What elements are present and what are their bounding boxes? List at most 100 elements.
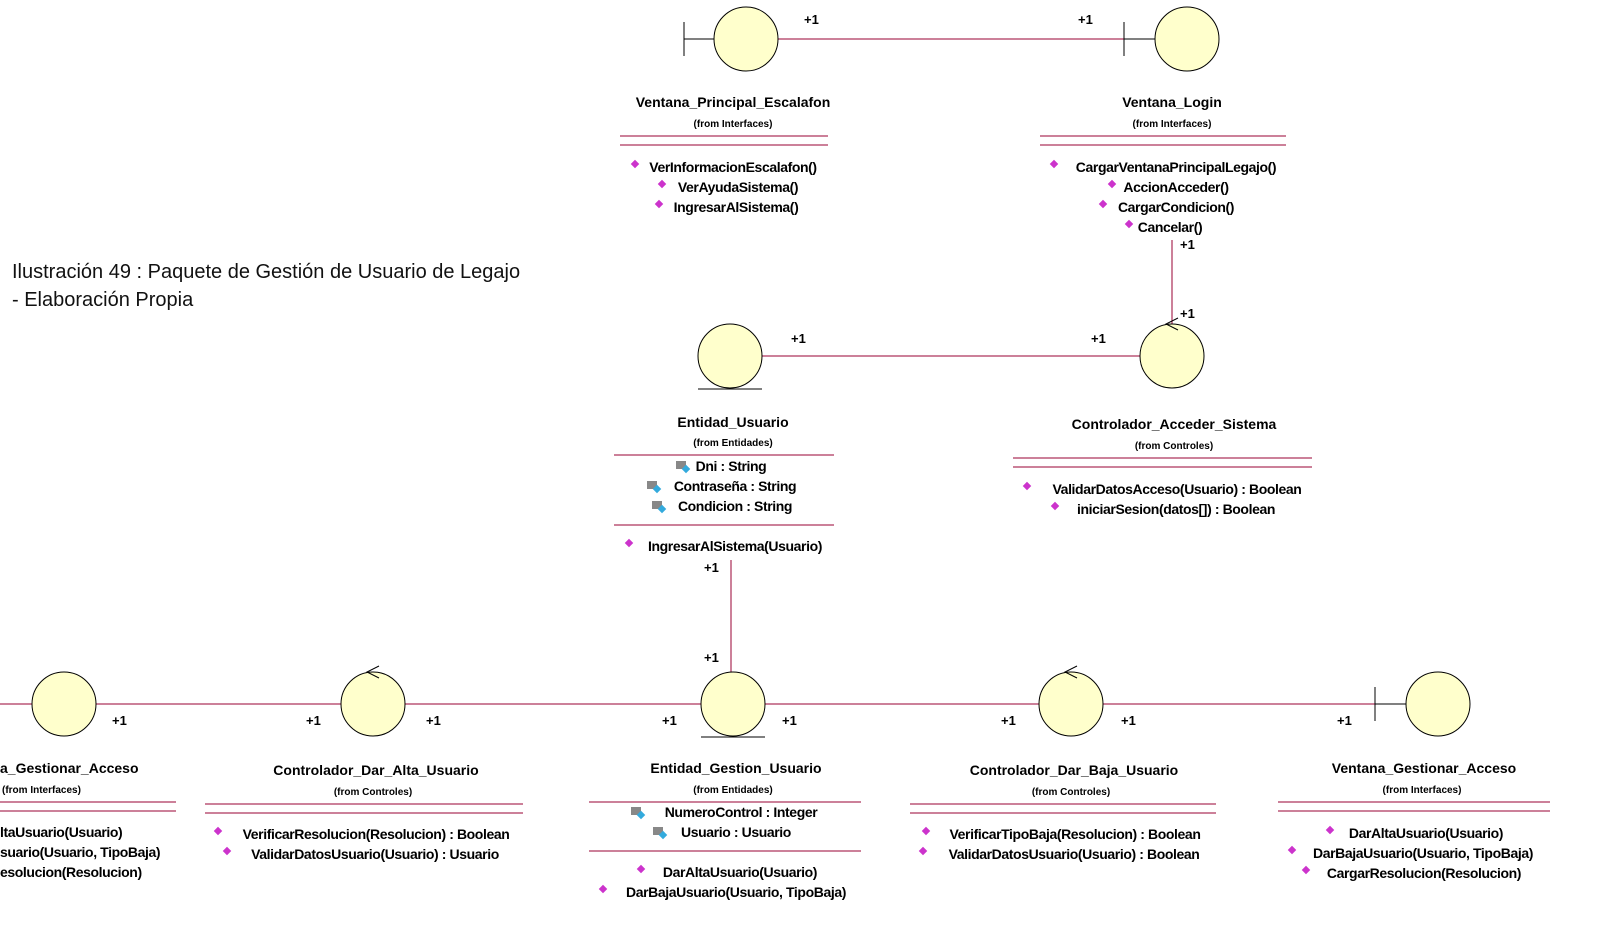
operation: VerificarTipoBaja(Resolucion) : Boolean: [950, 826, 1201, 842]
class-package: (from Controles): [334, 787, 412, 798]
control-icon-controlador-baja[interactable]: [1038, 665, 1104, 737]
operation: IngresarAlSistema(Usuario): [648, 538, 822, 554]
operation: VerificarResolucion(Resolucion) : Boolea…: [243, 826, 510, 842]
operation: iniciarSesion(datos[]) : Boolean: [1077, 501, 1275, 517]
operation: ValidarDatosAcceso(Usuario) : Boolean: [1053, 481, 1302, 497]
operation-icon: [1022, 481, 1032, 491]
operation-icon: [654, 199, 664, 209]
attribute-lock-icon: [652, 501, 667, 514]
class-entidad-gestion-usuario[interactable]: Entidad_Gestion_Usuario (from Entidades)…: [589, 760, 861, 900]
mult-gestion-left: +1: [662, 713, 677, 728]
operation-icon: [918, 846, 928, 856]
operation: Cancelar(): [1138, 219, 1202, 235]
operation-icon: [1049, 159, 1059, 169]
class-ventana-gestionar-acceso-right[interactable]: Ventana_Gestionar_Acceso (from Interface…: [1278, 760, 1550, 881]
entity-icon-entidad-gestion[interactable]: [700, 671, 766, 738]
operation-icon: [1050, 501, 1060, 511]
control-icon-controlador-acceder[interactable]: [1139, 317, 1205, 389]
attribute-lock-icon: [647, 481, 662, 494]
mult-login-bottom: +1: [1180, 237, 1195, 252]
class-name: a_Gestionar_Acceso: [0, 760, 139, 776]
class-name: Controlador_Dar_Baja_Usuario: [970, 762, 1179, 778]
operation-icon: [630, 159, 640, 169]
attribute: Usuario : Usuario: [681, 824, 791, 840]
operation-icon: [636, 864, 646, 874]
class-package: (from Entidades): [693, 785, 772, 796]
class-package: (from Interfaces): [694, 119, 773, 130]
mult-alta-left: +1: [306, 713, 321, 728]
operation-icon: [1287, 845, 1297, 855]
mult-usuario-bottom: +1: [704, 560, 719, 575]
operation-icon: [1098, 199, 1108, 209]
boundary-icon-ventana-login[interactable]: [1123, 6, 1220, 72]
class-name: Entidad_Usuario: [677, 414, 788, 430]
mult-acceder-left: +1: [1091, 331, 1106, 346]
multiplicity-labels: +1 +1 +1 +1 +1 +1 +1 +1 +1 +1 +1 +1 +1 +…: [112, 12, 1352, 728]
operation-icon: [213, 826, 223, 836]
operation-icon: [624, 538, 634, 548]
operation-icon: [598, 884, 608, 894]
class-ventana-gestionar-acceso-left[interactable]: a_Gestionar_Acceso (from Interfaces) lta…: [0, 760, 176, 880]
class-name: Controlador_Dar_Alta_Usuario: [273, 762, 478, 778]
mult-baja-left: +1: [1001, 713, 1016, 728]
caption-line-1: Ilustración 49 : Paquete de Gestión de U…: [12, 261, 521, 283]
operation: suario(Usuario, TipoBaja): [0, 844, 160, 860]
control-icon-controlador-alta[interactable]: [340, 665, 406, 737]
mult-acceder-top: +1: [1180, 306, 1195, 321]
operation-icon: [657, 179, 667, 189]
operation-icon: [222, 846, 232, 856]
class-name: Entidad_Gestion_Usuario: [650, 760, 821, 776]
operation: VerAyudaSistema(): [678, 179, 798, 195]
attribute-lock-icon: [676, 461, 691, 474]
operation: CargarCondicion(): [1118, 199, 1234, 215]
class-name: Ventana_Gestionar_Acceso: [1332, 760, 1516, 776]
operation-icon: [1325, 825, 1335, 835]
attribute: NumeroControl : Integer: [665, 804, 819, 820]
operation: ValidarDatosUsuario(Usuario) : Boolean: [949, 846, 1200, 862]
mult-gestion-right: +1: [782, 713, 797, 728]
operation: CargarResolucion(Resolucion): [1327, 865, 1521, 881]
operation-icon: [921, 826, 931, 836]
entity-icon-entidad-usuario[interactable]: [697, 323, 763, 390]
mult-usuario-right: +1: [791, 331, 806, 346]
class-package: (from Interfaces): [1383, 785, 1462, 796]
attribute-lock-icon: [653, 827, 668, 840]
boundary-icon-ventana-gestionar-left[interactable]: [31, 671, 97, 737]
class-package: (from Interfaces): [1133, 119, 1212, 130]
attribute: Condicion : String: [678, 498, 792, 514]
class-name: Ventana_Principal_Escalafon: [636, 94, 831, 110]
class-controlador-dar-baja-usuario[interactable]: Controlador_Dar_Baja_Usuario (from Contr…: [910, 762, 1216, 862]
class-controlador-dar-alta-usuario[interactable]: Controlador_Dar_Alta_Usuario (from Contr…: [205, 762, 523, 862]
mult-principal: +1: [804, 12, 819, 27]
operation: ValidarDatosUsuario(Usuario) : Usuario: [251, 846, 499, 862]
mult-login-left: +1: [1078, 12, 1093, 27]
boundary-icon-ventana-principal[interactable]: [683, 6, 779, 72]
attribute: Contraseña : String: [674, 478, 796, 494]
boundary-icon-ventana-gestionar-right[interactable]: [1374, 671, 1471, 737]
attribute-lock-icon: [631, 807, 646, 820]
mult-alta-right: +1: [426, 713, 441, 728]
class-package: (from Controles): [1032, 787, 1110, 798]
class-name: Controlador_Acceder_Sistema: [1072, 416, 1277, 432]
class-package: (from Interfaces): [2, 785, 81, 796]
caption-line-2: - Elaboración Propia: [12, 289, 194, 311]
mult-left-window: +1: [112, 713, 127, 728]
class-ventana-principal-escalafon[interactable]: Ventana_Principal_Escalafon (from Interf…: [620, 94, 830, 215]
operation: IngresarAlSistema(): [674, 199, 799, 215]
operation: VerInformacionEscalafon(): [649, 159, 816, 175]
mult-gestion-top: +1: [704, 650, 719, 665]
operation: DarAltaUsuario(Usuario): [663, 864, 817, 880]
mult-baja-right: +1: [1121, 713, 1136, 728]
class-package: (from Entidades): [693, 438, 772, 449]
operation: CargarVentanaPrincipalLegajo(): [1076, 159, 1276, 175]
operation-icon: [1107, 179, 1117, 189]
operation-icon: [1301, 865, 1311, 875]
operation: AccionAcceder(): [1123, 179, 1228, 195]
operation: esolucion(Resolucion): [0, 864, 142, 880]
class-ventana-login[interactable]: Ventana_Login (from Interfaces) CargarVe…: [1040, 94, 1286, 235]
operation: ltaUsuario(Usuario): [0, 824, 122, 840]
class-controlador-acceder-sistema[interactable]: Controlador_Acceder_Sistema (from Contro…: [1013, 416, 1312, 517]
class-entidad-usuario[interactable]: Entidad_Usuario (from Entidades) Dni : S…: [614, 414, 834, 554]
figure-caption: Ilustración 49 : Paquete de Gestión de U…: [12, 258, 520, 314]
